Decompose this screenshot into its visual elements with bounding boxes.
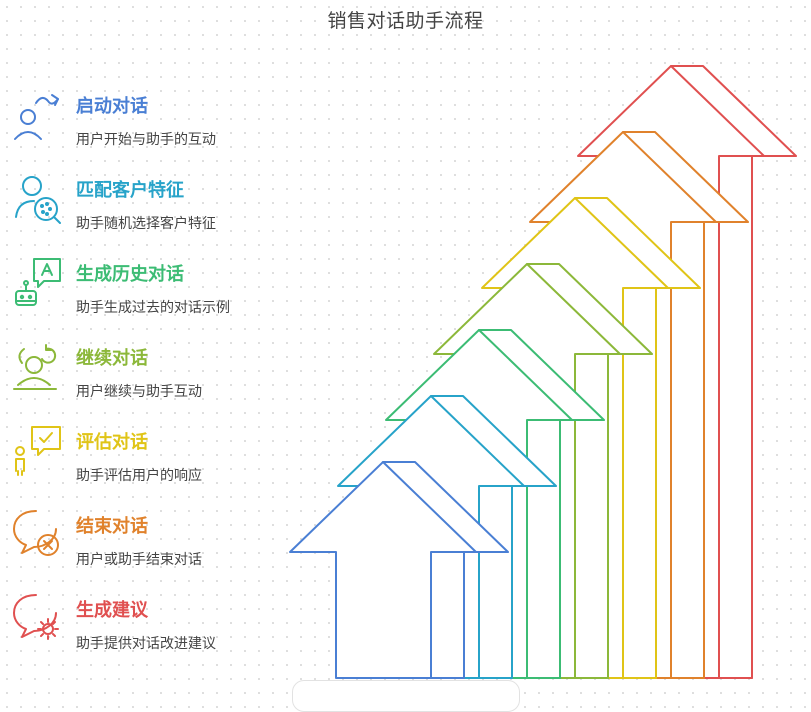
step-description: 助手生成过去的对话示例 [76, 300, 230, 316]
step-description: 助手评估用户的响应 [76, 468, 202, 484]
chat-gear-icon [13, 594, 59, 640]
step-start-conversation: 启动对话 用户开始与助手的互动 [12, 89, 312, 169]
step-title: 生成建议 [76, 600, 148, 621]
chat-close-icon [13, 510, 59, 556]
user-search-icon [15, 176, 61, 224]
step-description: 用户继续与助手互动 [76, 384, 202, 400]
step-title: 继续对话 [76, 348, 148, 369]
step-continue-conversation: 继续对话 用户继续与助手互动 [12, 341, 312, 421]
staircase-arrows [289, 65, 797, 679]
step-description: 助手提供对话改进建议 [76, 636, 216, 652]
step-title: 结束对话 [76, 516, 148, 537]
step-title: 评估对话 [76, 432, 148, 453]
step-generate-suggestions: 生成建议 助手提供对话改进建议 [12, 593, 312, 673]
user-chat-icon [14, 94, 59, 140]
person-refresh-icon [13, 344, 57, 390]
step-title: 生成历史对话 [76, 264, 184, 285]
bottom-toolbar [292, 680, 520, 712]
step-match-features: 匹配客户特征 助手随机选择客户特征 [12, 173, 312, 253]
step-generate-history: 生成历史对话 助手生成过去的对话示例 [12, 257, 312, 337]
robot-chat-icon [15, 258, 61, 306]
page-title: 销售对话助手流程 [327, 10, 484, 32]
person-check-icon [15, 426, 61, 476]
step-evaluate-conversation: 评估对话 助手评估用户的响应 [12, 425, 312, 505]
step-description: 用户开始与助手的互动 [76, 132, 216, 148]
arrow-step-1 [289, 461, 509, 679]
step-title: 匹配客户特征 [76, 180, 184, 201]
step-description: 助手随机选择客户特征 [76, 216, 216, 232]
step-description: 用户或助手结束对话 [76, 552, 202, 568]
step-end-conversation: 结束对话 用户或助手结束对话 [12, 509, 312, 589]
step-title: 启动对话 [76, 96, 148, 117]
